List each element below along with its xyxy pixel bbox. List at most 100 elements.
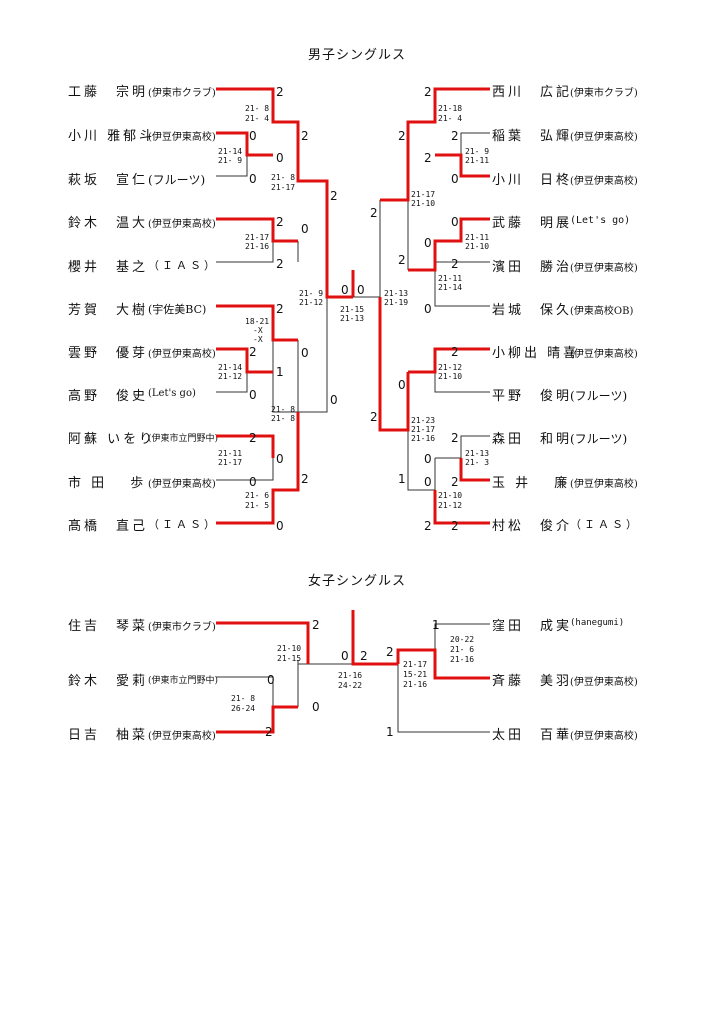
score-label: 0 — [330, 393, 338, 407]
player-club: (フルーツ) — [570, 432, 628, 446]
score-label: 1 — [386, 725, 394, 739]
player-name: 雲野 優芽 — [68, 346, 149, 361]
player-name: 平野 俊明 — [492, 389, 573, 404]
score-label: 2 — [301, 129, 309, 143]
game-score: 21-12 — [438, 363, 462, 372]
player-club: （ＩＡＳ） — [148, 259, 218, 272]
game-score: 21- 8 — [231, 694, 255, 703]
score-label: 2 — [276, 302, 284, 316]
score-label: 0 — [301, 222, 309, 236]
game-score: 21-13 — [465, 449, 489, 458]
player-name: 高野 俊史 — [68, 389, 149, 404]
player-club: (フルーツ) — [570, 389, 628, 403]
player-name: 岩城 保久 — [492, 303, 573, 318]
score-label: 1 — [398, 472, 406, 486]
player-name: 小川 雅郁斗 — [68, 129, 156, 144]
game-score: 21-17 — [245, 233, 269, 242]
game-score: 21-17 — [411, 425, 435, 434]
score-label: 0 — [451, 215, 459, 229]
score-label: 2 — [249, 345, 257, 359]
player-name: 西川 広記 — [492, 85, 573, 100]
game-score: 21-18 — [438, 104, 462, 113]
player-club: (伊豆伊東高校) — [570, 176, 638, 187]
game-score: 21-14 — [438, 283, 462, 292]
game-score: 21-16 — [450, 655, 474, 664]
player-name: 鈴木 温大 — [68, 216, 149, 231]
game-score: 21-16 — [403, 680, 427, 689]
game-score: 21-12 — [218, 372, 242, 381]
player-club: (伊豆伊東高校) — [148, 219, 216, 230]
game-score: 21- 8 — [271, 173, 295, 182]
score-label: 2 — [424, 85, 432, 99]
player-club: (Let's go) — [148, 388, 196, 399]
player-name: 櫻井 基之 — [68, 260, 149, 275]
player-name: 市 田 歩 — [68, 476, 147, 491]
player-club: (フルーツ) — [148, 173, 206, 187]
score-label: 2 — [451, 431, 459, 445]
winner-paths — [378, 87, 490, 525]
player-club: (伊豆伊東高校) — [570, 132, 638, 143]
score-label: 0 — [424, 302, 432, 316]
player-name: 日吉 柚菜 — [68, 728, 149, 743]
player-name: 森田 和明 — [492, 432, 573, 447]
player-club: (伊豆伊東高校) — [570, 349, 638, 360]
score-label: 0 — [398, 378, 406, 392]
score-label: 0 — [276, 151, 284, 165]
men-title: 男子シングルス — [308, 48, 407, 63]
player-name: 芳賀 大樹 — [68, 303, 149, 318]
game-score: 21-15 — [340, 305, 364, 314]
score-label: 0 — [249, 475, 257, 489]
game-score: 21- 5 — [245, 501, 269, 510]
score-label: 0 — [341, 649, 349, 663]
score-label: 2 — [265, 725, 273, 739]
score-label: 0 — [341, 283, 349, 297]
score-label: 0 — [267, 673, 275, 687]
player-name: 武藤 明展 — [492, 216, 573, 231]
game-score: 21-11 — [465, 233, 489, 242]
game-score: 21-16 — [338, 671, 362, 680]
game-score: 21-11 — [465, 156, 489, 165]
score-label: 0 — [301, 346, 309, 360]
game-score: 21-17 — [411, 190, 435, 199]
score-label: 0 — [424, 452, 432, 466]
player-name: 工藤 宗明 — [68, 85, 149, 100]
player-club: (Let's go) — [570, 215, 631, 226]
winner-paths — [216, 87, 355, 525]
game-score: 21- 4 — [438, 114, 462, 123]
game-score: 21- 9 — [218, 156, 242, 165]
game-scores: 21- 8 21- 4 21-14 21- 9 21- 8 21-17 21-1… — [218, 104, 489, 713]
game-score: 21- 6 — [245, 491, 269, 500]
score-label: 2 — [276, 215, 284, 229]
player-club: (伊東市立門野中) — [148, 676, 219, 686]
game-score: 21- 4 — [245, 114, 269, 123]
winner-paths — [216, 610, 490, 734]
game-score: 21- 8 — [271, 405, 295, 414]
player-name: 萩坂 宣仁 — [68, 173, 149, 188]
score-label: 2 — [312, 618, 320, 632]
player-name: 阿蘇 いをり — [68, 432, 156, 447]
game-score: 26-24 — [231, 704, 255, 713]
player-club: (伊豆伊東高校) — [148, 731, 216, 742]
player-club: (hanegumi) — [570, 618, 625, 628]
game-score: 21- 3 — [465, 458, 489, 467]
score-label: 0 — [276, 519, 284, 533]
score-label: 2 — [276, 257, 284, 271]
game-score: 21-17 — [218, 458, 242, 467]
game-score: 21-16 — [411, 434, 435, 443]
game-score: 21-10 — [465, 242, 489, 251]
women-title: 女子シングルス — [308, 574, 407, 589]
player-name: 小柳出 晴喜 — [492, 346, 580, 361]
score-label: 2 — [249, 431, 257, 445]
game-score: 21-11 — [438, 274, 462, 283]
game-score: 21-11 — [218, 449, 242, 458]
score-label: 2 — [451, 475, 459, 489]
player-name: 住吉 琴菜 — [68, 619, 149, 634]
score-label: 2 — [330, 189, 338, 203]
player-club: (伊豆伊東高校) — [148, 479, 216, 490]
player-club: (伊東市クラブ) — [148, 88, 216, 99]
match-scores: 2 2 0 0 2 0 2 0 2 0 0 2 2 0 1 0 0 2 2 0 … — [249, 85, 459, 739]
score-label: 2 — [386, 645, 394, 659]
score-label: 0 — [249, 388, 257, 402]
score-label: 2 — [424, 519, 432, 533]
